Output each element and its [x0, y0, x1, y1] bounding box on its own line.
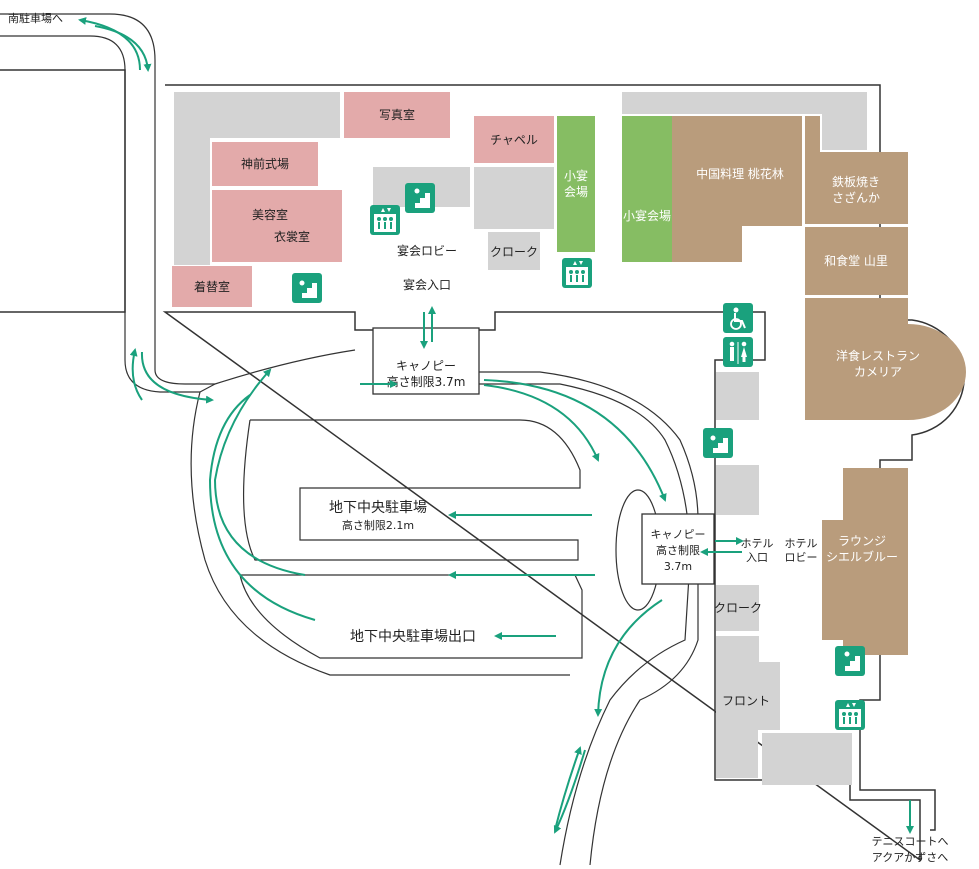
japanese-restaurant[interactable]: [805, 227, 908, 295]
wheelchair-icon: [723, 303, 753, 333]
neighbor-building: [0, 69, 126, 313]
small-banquet-1-line1: 小宴: [564, 168, 588, 183]
small-banquet-2-label: 小宴会場: [623, 208, 671, 223]
cloakroom-hotel-label: クローク: [714, 601, 762, 615]
underground-exit-label: 地下中央駐車場出口: [350, 628, 476, 645]
south-parking-label: 南駐車場へ: [8, 11, 63, 25]
restroom-icon: [723, 337, 753, 367]
canopy-1-line1: キャノピー: [396, 359, 456, 373]
stairs-icon: [835, 646, 865, 676]
canopy-1-line2: 高さ制限3.7m: [387, 374, 466, 389]
stairs-icon: [703, 428, 733, 458]
hotel-lobby-line1: ホテル: [785, 537, 818, 550]
elevator-icon: [370, 205, 400, 235]
cloakroom-banquet[interactable]: [488, 232, 540, 270]
stairs-icon: [405, 183, 435, 213]
photo-studio[interactable]: [344, 92, 450, 138]
teppanyaki-line1: 鉄板焼き: [832, 174, 880, 189]
beauty-costume[interactable]: [212, 190, 342, 262]
western-restaurant[interactable]: [805, 298, 966, 420]
cloakroom-hotel[interactable]: [716, 585, 759, 631]
photo-studio-label: 写真室: [379, 107, 415, 122]
driveway-north: [0, 35, 200, 393]
front-desk-label: フロント: [722, 694, 770, 708]
banquet-lobby-label: 宴会ロビー: [397, 243, 457, 258]
elevator-icon: [562, 258, 592, 288]
teppanyaki-restaurant[interactable]: [805, 116, 908, 224]
lounge-line2: シエルブルー: [826, 549, 898, 564]
stairs-icon: [292, 273, 322, 303]
canopy-2-line1: キャノピー: [651, 528, 706, 541]
small-banquet-1-line2: 会場: [564, 185, 588, 199]
costume-room-label: 衣裳室: [274, 229, 310, 244]
shinto-hall[interactable]: [212, 142, 318, 186]
western-restaurant-line1: 洋食レストラン: [836, 348, 920, 363]
chapel[interactable]: [474, 116, 554, 163]
dressing-room-label: 着替室: [194, 279, 230, 294]
canopy-2-line3: 3.7m: [664, 560, 692, 573]
western-restaurant-line2: カメリア: [854, 365, 902, 379]
chapel-label: チャペル: [490, 133, 538, 147]
tennis-line1: テニスコートへ: [872, 835, 949, 848]
dressing-room[interactable]: [172, 266, 252, 307]
elevator-icon: [835, 700, 865, 730]
hotel-entrance-line2: 入口: [746, 551, 768, 564]
teppanyaki-line2: さざんか: [832, 190, 880, 205]
chinese-restaurant[interactable]: [672, 116, 802, 262]
lounge-ciel-bleu[interactable]: [822, 468, 908, 655]
hotel-entrance-line1: ホテル: [741, 537, 774, 550]
underground-height-label: 高さ制限2.1m: [342, 518, 414, 532]
chinese-restaurant-label: 中国料理 桃花林: [696, 166, 784, 181]
shinto-hall-label: 神前式場: [241, 156, 289, 171]
lounge-line1: ラウンジ: [838, 534, 886, 548]
traffic-arrows: [78, 17, 914, 834]
front-desk[interactable]: [716, 636, 780, 778]
canopy-2-line2: 高さ制限: [656, 543, 700, 557]
banquet-entrance-label: 宴会入口: [403, 277, 451, 292]
small-banquet-hall-2[interactable]: [622, 116, 672, 262]
cloakroom-banquet-label: クローク: [490, 245, 538, 259]
japanese-restaurant-label: 和食堂 山里: [824, 253, 888, 268]
underground-parking-label: 地下中央駐車場: [329, 499, 427, 516]
tennis-line2: アクアかずさへ: [872, 851, 948, 864]
small-banquet-hall-1[interactable]: [557, 116, 595, 252]
beauty-salon-label: 美容室: [252, 207, 288, 222]
hotel-lobby-line2: ロビー: [785, 551, 818, 564]
